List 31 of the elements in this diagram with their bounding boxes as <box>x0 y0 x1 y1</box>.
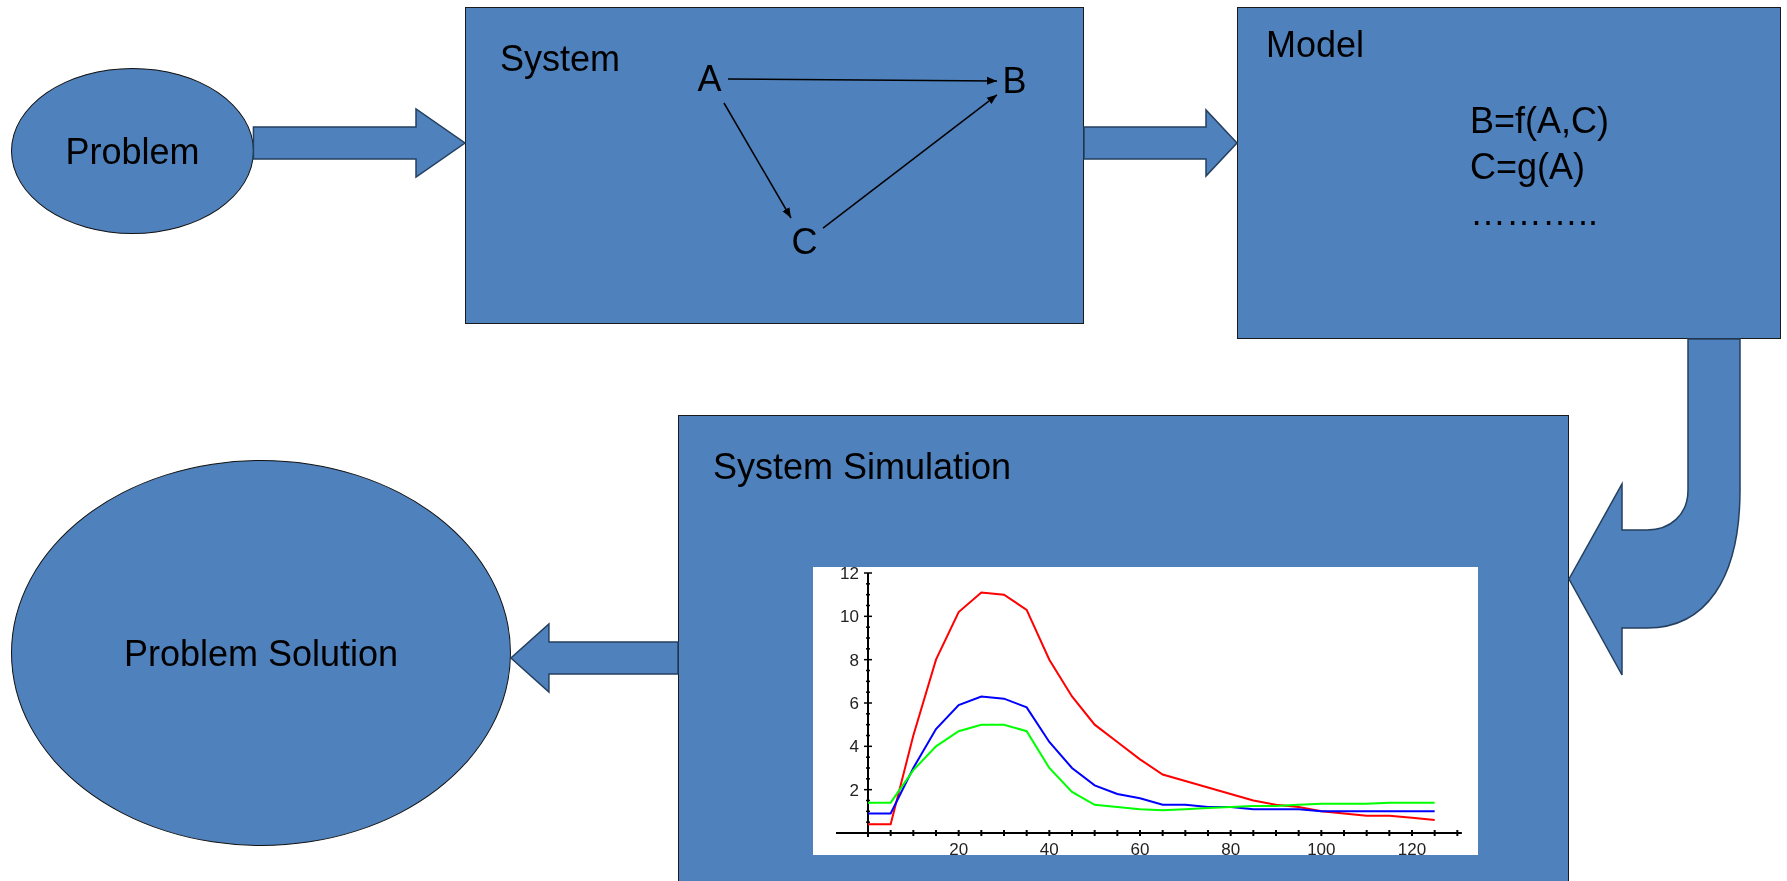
box-heading: Model <box>1266 23 1365 67</box>
node-label: Problem Solution <box>123 631 399 676</box>
block-arrow <box>509 622 679 694</box>
tick-label: 6 <box>849 693 859 713</box>
tick-label: 12 <box>839 566 859 583</box>
tick-label: 120 <box>1397 839 1426 855</box>
tick-label: 4 <box>849 736 859 756</box>
process-box <box>465 7 1084 324</box>
variable-label: B <box>996 56 1033 105</box>
variable-label: A <box>691 54 728 103</box>
tick-label: 10 <box>839 606 859 626</box>
tick-label: 40 <box>1039 839 1059 855</box>
box-heading: System Simulation <box>713 445 1012 489</box>
equation-text: B=f(A,C) C=g(A) ……….. <box>1470 99 1611 235</box>
tick-label: 80 <box>1220 839 1240 855</box>
variable-label: C <box>786 217 823 266</box>
process-box <box>1237 7 1781 339</box>
curved-block-arrow <box>1568 338 1741 676</box>
tick-label: 8 <box>849 650 859 670</box>
arrow <box>723 102 792 219</box>
tick-label: 20 <box>948 839 968 855</box>
block-arrow <box>1083 108 1239 178</box>
tick-label: 2 <box>849 780 859 800</box>
process-box <box>678 415 1569 881</box>
tick-label: 100 <box>1306 839 1335 855</box>
box-heading: System <box>500 37 621 81</box>
arrow <box>822 94 998 229</box>
block-arrow <box>252 107 467 179</box>
node-label: Problem <box>65 129 200 174</box>
arrow <box>727 76 998 85</box>
tick-label: 60 <box>1130 839 1149 855</box>
